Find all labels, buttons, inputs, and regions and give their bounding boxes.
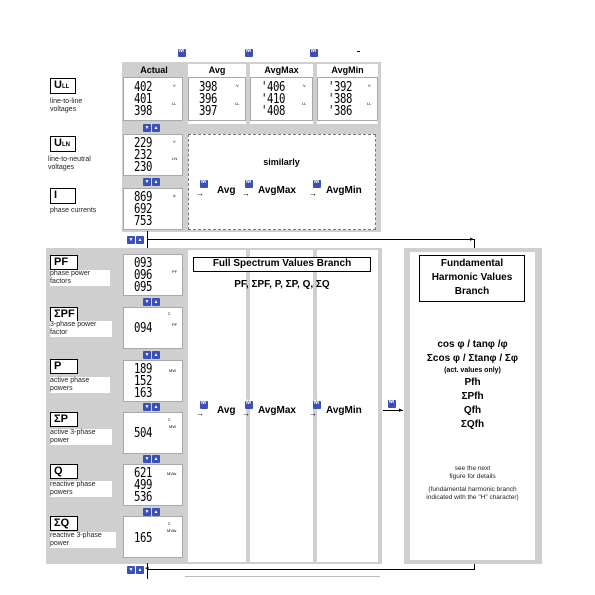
m-button-flow1-1[interactable] xyxy=(200,179,208,188)
arrow-head-top: ▸ xyxy=(470,236,474,243)
column-header-avgmax: AvgMax xyxy=(264,65,299,75)
display-sp-actual: 504 Σ MW xyxy=(123,412,183,454)
label-sq: ΣQ xyxy=(50,516,78,531)
flow2-avgmax: AvgMax xyxy=(258,405,296,416)
m-button-avgmin[interactable] xyxy=(310,48,318,57)
return-arrow-bottom xyxy=(148,569,474,570)
fs-strip-1 xyxy=(188,250,246,562)
label-pf: PF xyxy=(50,255,78,270)
updown-buttons-uln[interactable]: ▼▲ xyxy=(143,178,160,186)
column-header-actual: Actual xyxy=(140,65,168,75)
label-i: I xyxy=(50,188,76,204)
arrow-flow2-3: → xyxy=(309,409,317,418)
fs-strip-2 xyxy=(250,250,313,562)
display-ull-avgmax: '406 '410 '408 V LL xyxy=(250,77,313,121)
flow2-avgmin: AvgMin xyxy=(326,405,362,416)
m-button-flow1-2[interactable] xyxy=(245,179,253,188)
display-uln-actual: 229 232 230 V LN xyxy=(123,134,183,176)
updown-buttons-q[interactable]: ▼▲ xyxy=(143,508,160,516)
arrow-flow1-2: → xyxy=(242,189,250,198)
fundamental-values: cos φ / tanφ /φ Σcos φ / Σtanφ / Σφ (act… xyxy=(426,339,519,430)
display-ull-avgmin: '392 '388 '386 V LL xyxy=(317,77,378,121)
column-header-avgmin: AvgMin xyxy=(331,65,364,75)
arrow-to-fundamental-mid xyxy=(383,410,403,411)
display-ull-actual: 402 401 398 V LL xyxy=(123,77,183,121)
m-button-flow2-2[interactable] xyxy=(245,400,253,409)
label-p: P xyxy=(50,359,78,374)
label-spf: ΣPF xyxy=(50,307,78,322)
fundamental-title: Fundamental Harmonic Values Branch xyxy=(419,255,525,302)
updown-buttons-pf[interactable]: ▼▲ xyxy=(143,298,160,306)
arrow-flow2-1: → xyxy=(196,409,204,418)
display-q-actual: 621 499 536 MVAr xyxy=(123,464,183,506)
full-spectrum-items: PF, ΣPF, P, ΣP, Q, ΣQ xyxy=(234,279,330,290)
fs-strip-3 xyxy=(317,250,378,562)
full-spectrum-title: Full Spectrum Values Branch xyxy=(193,257,371,272)
display-sq-actual: 165 Σ MVAr xyxy=(123,516,183,558)
column-header-avg: Avg xyxy=(208,65,226,75)
m-button-avg[interactable] xyxy=(178,48,186,57)
display-ull-avg: 398 396 397 V LL xyxy=(188,77,246,121)
display-p-actual: 189 152 163 MW xyxy=(123,360,183,402)
arrow-head-mid: ▸ xyxy=(399,407,403,414)
desc-i: phase currents xyxy=(50,207,97,214)
arrow-flow1-1: → xyxy=(196,189,204,198)
m-button-flow1-3[interactable] xyxy=(313,179,321,188)
vertical-arrow-bottom xyxy=(147,563,148,579)
arrow-flow2-2: → xyxy=(242,409,250,418)
flow1-avg: Avg xyxy=(217,185,236,196)
label-q: Q xyxy=(50,464,78,479)
bottom-column-ticks xyxy=(185,576,380,577)
vertical-arrow-top xyxy=(147,231,148,250)
updown-buttons-bottom[interactable]: ▼▲ xyxy=(127,566,144,574)
fundamental-note: see the next figure for details (fundame… xyxy=(426,465,519,501)
updown-buttons-ull[interactable]: ▼▲ xyxy=(143,124,160,132)
updown-buttons-sp[interactable]: ▼▲ xyxy=(143,455,160,463)
m-button-avgmax[interactable] xyxy=(245,48,253,57)
return-arrow-up xyxy=(474,562,475,570)
fundamental-inner xyxy=(410,252,535,560)
display-i-actual: 869 692 753 A xyxy=(123,188,183,230)
flow1-avgmax: AvgMax xyxy=(258,185,296,196)
top-dash-mark xyxy=(357,51,360,52)
arrow-flow1-3: → xyxy=(309,189,317,198)
similarly-area xyxy=(188,134,376,230)
updown-buttons-top[interactable]: ▼▲ xyxy=(127,236,144,244)
m-button-to-fundamental[interactable] xyxy=(388,399,396,408)
label-ull: ULL xyxy=(50,78,76,94)
similarly-text: similarly xyxy=(263,157,300,167)
flow1-avgmin: AvgMin xyxy=(326,185,362,196)
arrow-to-fundamental-top xyxy=(148,239,474,240)
arrow-down-top xyxy=(474,239,475,248)
m-button-flow2-1[interactable] xyxy=(200,400,208,409)
label-uln: ULN xyxy=(50,136,76,152)
m-button-flow2-3[interactable] xyxy=(313,400,321,409)
updown-buttons-p[interactable]: ▼▲ xyxy=(143,403,160,411)
label-sp: ΣP xyxy=(50,412,78,427)
return-arrow-head: ◂ xyxy=(145,565,149,572)
flow2-avg: Avg xyxy=(217,405,236,416)
display-pf-actual: 093 096 095 PF xyxy=(123,254,183,296)
updown-buttons-spf[interactable]: ▼▲ xyxy=(143,351,160,359)
display-spf-actual: 094 Σ PF xyxy=(123,307,183,349)
